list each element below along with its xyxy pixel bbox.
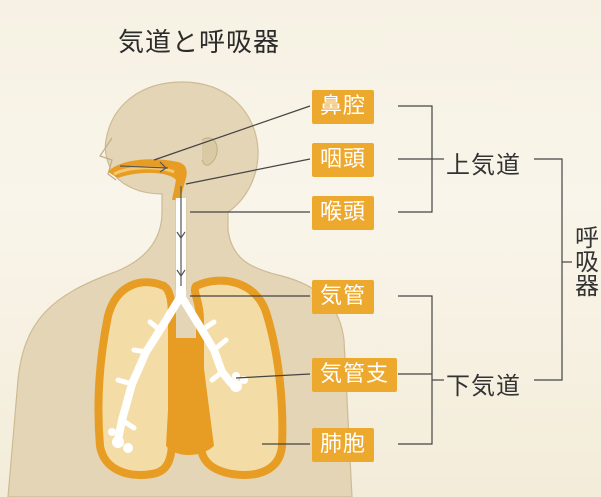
label-nasal-cavity: 鼻腔 — [312, 90, 374, 124]
label-trachea: 気管 — [312, 280, 374, 314]
group-lower-airway: 下気道 — [446, 366, 521, 401]
respiratory-organs-char-1: 呼 — [575, 226, 601, 250]
label-bronchi: 気管支 — [312, 358, 397, 392]
respiratory-organs-char-2: 吸 — [575, 250, 601, 274]
label-larynx: 喉頭 — [312, 196, 374, 230]
group-respiratory-organs: 呼 吸 器 — [575, 226, 601, 298]
respiratory-organs-char-3: 器 — [575, 274, 601, 298]
label-pharynx: 咽頭 — [312, 143, 374, 177]
label-alveoli: 肺胞 — [312, 428, 374, 462]
group-upper-airway: 上気道 — [446, 145, 521, 180]
